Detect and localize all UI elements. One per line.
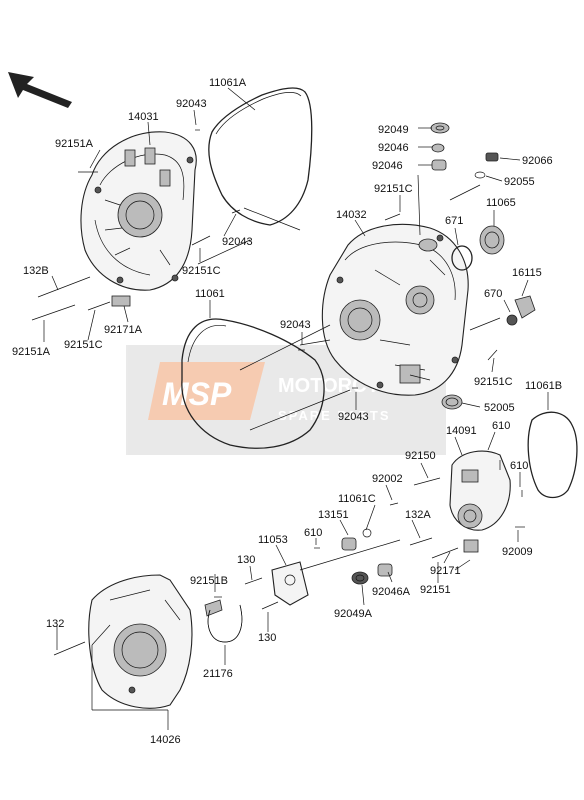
label-14026: 14026 (150, 734, 181, 746)
label-11061A: 11061A (209, 77, 247, 89)
label-14031: 14031 (128, 111, 159, 123)
label-11061: 11061 (195, 288, 225, 300)
label-52005: 52005 (484, 402, 515, 414)
label-92046-a: 92046 (378, 142, 409, 154)
engine-cover-14031 (80, 131, 197, 291)
label-92046-b: 92046 (372, 160, 403, 172)
shift-mechanism-11053 (204, 561, 309, 617)
watermark-logo-text: MSP (162, 376, 232, 412)
label-132A: 132A (405, 509, 431, 521)
label-92046A: 92046A (372, 586, 411, 598)
label-16115: 16115 (512, 267, 542, 279)
gasket-11061A (208, 87, 313, 226)
watermark-line2: SPARE PARTS (278, 408, 391, 423)
label-132: 132 (46, 618, 64, 630)
label-92151A-top: 92151A (55, 138, 94, 150)
gasket-11061 (181, 318, 325, 449)
label-92171A: 92171A (104, 324, 143, 336)
bolts (31, 129, 525, 656)
label-92151B: 92151B (190, 575, 228, 587)
label-130-a: 130 (237, 554, 255, 566)
label-92043-c: 92043 (280, 319, 311, 331)
label-92009: 92009 (502, 546, 533, 558)
label-92043-top: 92043 (176, 98, 207, 110)
label-92055: 92055 (504, 176, 535, 188)
label-671: 671 (445, 215, 463, 227)
gasket-11061B (527, 411, 578, 499)
watermark-logo-shape (148, 362, 265, 420)
label-92151C-bot: 92151C (64, 339, 103, 351)
label-92043-d: 92043 (338, 411, 369, 423)
label-14032: 14032 (336, 209, 367, 221)
seals-middle (341, 528, 393, 585)
label-92151C-r1: 92151C (374, 183, 413, 195)
label-11061B: 11061B (525, 380, 562, 392)
label-92150: 92150 (405, 450, 436, 462)
part-labels: 11061A 92043 14031 92151A 92043 132B 921… (12, 77, 562, 746)
pump-14091 (449, 450, 511, 531)
label-92002: 92002 (372, 473, 403, 485)
small-parts-top-right (430, 122, 536, 410)
label-92171: 92171 (430, 565, 461, 577)
label-11065: 11065 (486, 197, 516, 209)
label-92066: 92066 (522, 155, 553, 167)
label-92151A-bot: 92151A (12, 346, 51, 358)
label-14091: 14091 (446, 425, 477, 437)
label-13151: 13151 (318, 509, 349, 521)
label-11053: 11053 (258, 534, 288, 546)
label-610-a: 610 (492, 420, 510, 432)
label-130-b: 130 (258, 632, 276, 644)
label-21176: 21176 (203, 668, 233, 680)
leader-lines (43, 87, 549, 730)
label-92151C-r2: 92151C (474, 376, 513, 388)
label-610-b: 610 (510, 460, 528, 472)
label-92049: 92049 (378, 124, 409, 136)
label-670: 670 (484, 288, 502, 300)
engine-cover-14032 (321, 223, 469, 396)
label-92043-mid: 92043 (222, 236, 253, 248)
direction-arrow-icon (8, 72, 72, 108)
label-610-c: 610 (304, 527, 322, 539)
label-92151: 92151 (420, 584, 451, 596)
label-92151C-left: 92151C (182, 265, 221, 277)
sprocket-cover-14026 (88, 574, 193, 709)
label-132B: 132B (23, 265, 49, 277)
label-11061C: 11061C (338, 493, 376, 505)
label-92049A: 92049A (334, 608, 373, 620)
